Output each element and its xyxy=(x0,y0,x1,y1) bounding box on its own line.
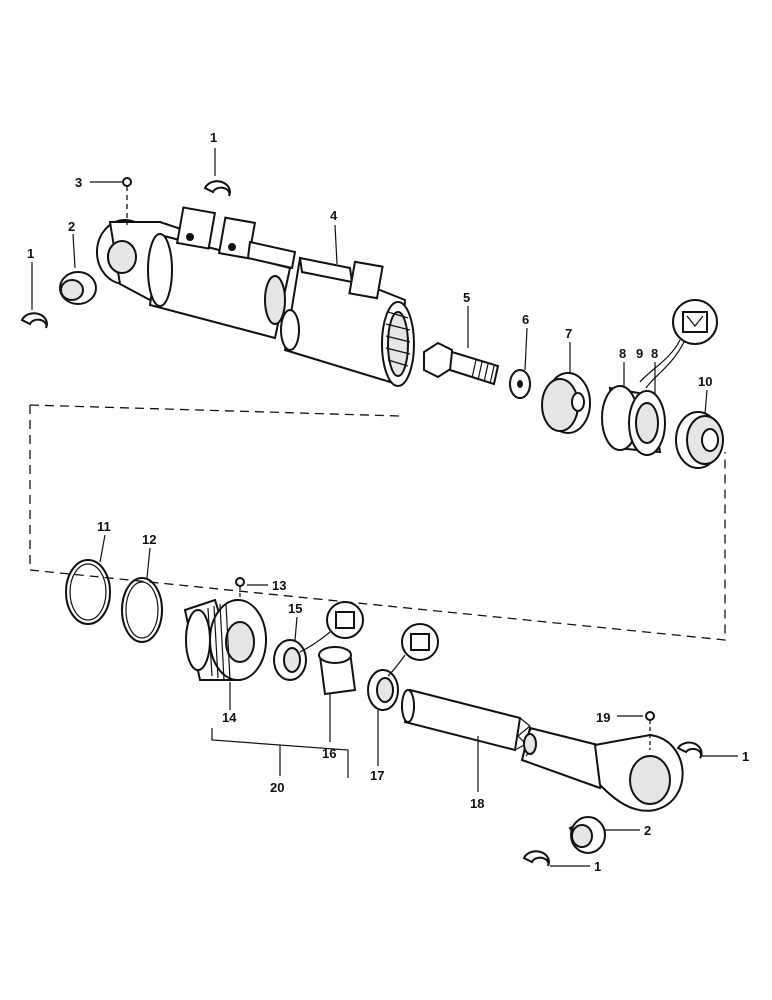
callout-2-upper: 2 xyxy=(68,219,75,234)
callout-9: 9 xyxy=(636,346,643,361)
seal-pack-part xyxy=(601,385,666,456)
piston-rod-part xyxy=(401,688,684,812)
callout-4: 4 xyxy=(330,208,338,223)
callout-1-left: 1 xyxy=(27,246,34,261)
bushing-upper-part xyxy=(59,271,97,305)
gland-screw-part xyxy=(235,577,245,600)
assembly-connector-dashed xyxy=(29,405,726,641)
backup-ring-part xyxy=(121,577,163,643)
callout-5: 5 xyxy=(463,290,470,305)
callout-8-left: 8 xyxy=(619,346,626,361)
end-cap-part xyxy=(675,411,724,469)
assembly-connector-dashed-top xyxy=(29,404,401,417)
grease-fitting-lower-part xyxy=(645,711,655,750)
callout-20: 20 xyxy=(270,780,284,795)
callout-1-lower-right: 1 xyxy=(742,749,749,764)
callout-6: 6 xyxy=(522,312,529,327)
seal-detail-bubble-upper xyxy=(639,299,718,389)
washer-part xyxy=(509,369,531,399)
seal-detail-bubble-lower-2 xyxy=(387,623,439,677)
seal-detail-bubble-lower-1 xyxy=(299,601,364,653)
retaining-ring-top xyxy=(203,180,231,197)
leader-lines xyxy=(31,148,738,867)
rod-seal-part xyxy=(273,639,307,681)
callout-3: 3 xyxy=(75,175,82,190)
callout-11: 11 xyxy=(97,519,111,534)
callout-1-top: 1 xyxy=(210,130,217,145)
bolt-part xyxy=(423,341,500,386)
grease-fitting-top-part xyxy=(122,177,132,225)
rod-bushing-part xyxy=(318,646,357,696)
callout-18: 18 xyxy=(470,796,484,811)
callout-8-right: 8 xyxy=(651,346,658,361)
o-ring-part xyxy=(65,559,111,625)
callout-12: 12 xyxy=(142,532,156,547)
retaining-ring-left xyxy=(20,312,48,329)
retaining-ring-lower-left xyxy=(522,850,550,867)
callout-17: 17 xyxy=(370,768,384,783)
callout-2-lower: 2 xyxy=(644,823,651,838)
callout-14: 14 xyxy=(222,710,237,725)
piston-part xyxy=(541,372,591,434)
callout-13: 13 xyxy=(272,578,286,593)
callout-1-lower-left: 1 xyxy=(594,859,601,874)
gland-part xyxy=(183,598,267,681)
cylinder-barrel-part xyxy=(96,206,415,387)
callout-15: 15 xyxy=(288,601,302,616)
callout-19: 19 xyxy=(596,710,610,725)
wiper-part xyxy=(367,669,399,711)
retaining-ring-lower-right xyxy=(676,741,703,759)
bushing-lower-part xyxy=(568,816,606,854)
callout-7: 7 xyxy=(565,326,572,341)
callout-10: 10 xyxy=(698,374,712,389)
callout-16: 16 xyxy=(322,746,336,761)
